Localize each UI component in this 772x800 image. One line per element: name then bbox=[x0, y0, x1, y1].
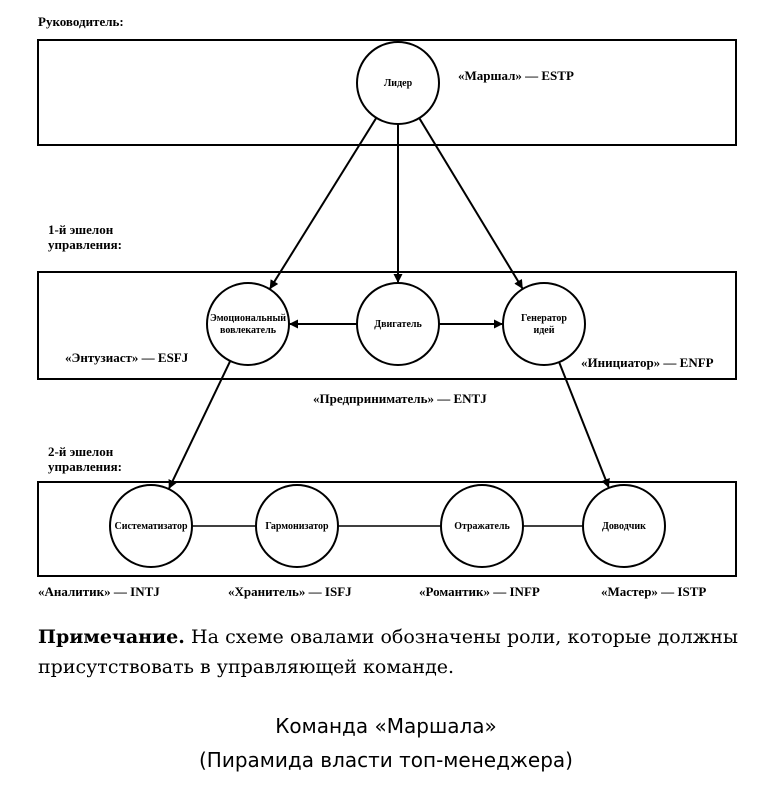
node-enthusiast-label-line: вовлекатель bbox=[220, 325, 277, 336]
edge-generator-to-finisher bbox=[558, 361, 610, 489]
node-driver-label-line: Двигатель bbox=[374, 319, 422, 330]
section-echelon1-title: 1-й эшелон управления: bbox=[48, 222, 122, 252]
edges-layer bbox=[167, 117, 610, 527]
node-reflector-circle bbox=[440, 484, 524, 568]
node-reflector-label: Отражатель bbox=[454, 521, 510, 532]
echelon1-frame bbox=[37, 271, 737, 380]
node-driver-circle bbox=[356, 282, 440, 366]
note-paragraph: Примечание. На схеме овалами обозначены … bbox=[38, 622, 738, 682]
role-label-marshal: «Маршал» — ESTP bbox=[458, 68, 574, 83]
note-label: Примечание. bbox=[38, 626, 185, 648]
node-harmonizer-circle bbox=[255, 484, 339, 568]
role-label-initiator: «Инициатор» — ENFP bbox=[581, 355, 714, 370]
node-driver: Двигатель bbox=[356, 282, 440, 366]
node-leader: Лидер bbox=[356, 41, 440, 125]
node-leader-label: Лидер bbox=[384, 78, 413, 89]
role-label-keeper: «Хранитель» — ISFJ bbox=[228, 584, 352, 599]
node-harmonizer-label: Гармонизатор bbox=[265, 521, 329, 532]
role-label-master: «Мастер» — ISTP bbox=[601, 584, 706, 599]
node-generator-circle bbox=[502, 282, 586, 366]
caption-subtitle: (Пирамида власти топ-менеджера) bbox=[198, 748, 573, 772]
node-enthusiast-circle bbox=[206, 282, 290, 366]
node-reflector-label-line: Отражатель bbox=[454, 521, 510, 532]
node-finisher-label-line: Доводчик bbox=[602, 521, 646, 532]
node-systematizer: Систематизатор bbox=[109, 484, 193, 568]
edge-enthusiast-to-systematizer bbox=[167, 360, 232, 490]
node-systematizer-label-line: Систематизатор bbox=[114, 521, 187, 532]
role-label-romantic: «Романтик» — INFP bbox=[419, 584, 540, 599]
caption-title: Команда «Маршала» bbox=[275, 714, 497, 738]
note-text: На схеме овалами обозначены роли, которы… bbox=[38, 626, 738, 678]
node-driver-label: Двигатель bbox=[374, 319, 422, 330]
node-finisher-circle bbox=[582, 484, 666, 568]
node-reflector: Отражатель bbox=[440, 484, 524, 568]
node-finisher-label: Доводчик bbox=[602, 521, 646, 532]
echelon2-frame bbox=[37, 481, 737, 577]
node-enthusiast-label-line: Эмоциональный bbox=[210, 313, 286, 324]
node-generator-label-line: Генератор bbox=[521, 313, 567, 324]
node-leader-label-line: Лидер bbox=[384, 78, 413, 89]
edge-leader-to-enthusiast bbox=[268, 117, 378, 290]
role-label-enthusiast: «Энтузиаст» — ESFJ bbox=[65, 350, 189, 365]
role-label-entrepreneur: «Предприниматель» — ENTJ bbox=[313, 391, 487, 406]
node-finisher: Доводчик bbox=[582, 484, 666, 568]
edge-leader-to-generator bbox=[418, 117, 524, 290]
role-label-analyst: «Аналитик» — INTJ bbox=[38, 584, 160, 599]
team-diagram: Руководитель: 1-й эшелон управления: 2-й… bbox=[37, 14, 737, 599]
node-leader-circle bbox=[356, 41, 440, 125]
leader-frame bbox=[37, 39, 737, 146]
node-systematizer-label: Систематизатор bbox=[114, 521, 187, 532]
node-generator-label-line: идей bbox=[533, 325, 554, 336]
node-harmonizer-label-line: Гармонизатор bbox=[265, 521, 329, 532]
node-systematizer-circle bbox=[109, 484, 193, 568]
section-leader-title: Руководитель: bbox=[38, 14, 124, 29]
section-echelon2-title: 2-й эшелон управления: bbox=[48, 444, 122, 474]
node-harmonizer: Гармонизатор bbox=[255, 484, 339, 568]
